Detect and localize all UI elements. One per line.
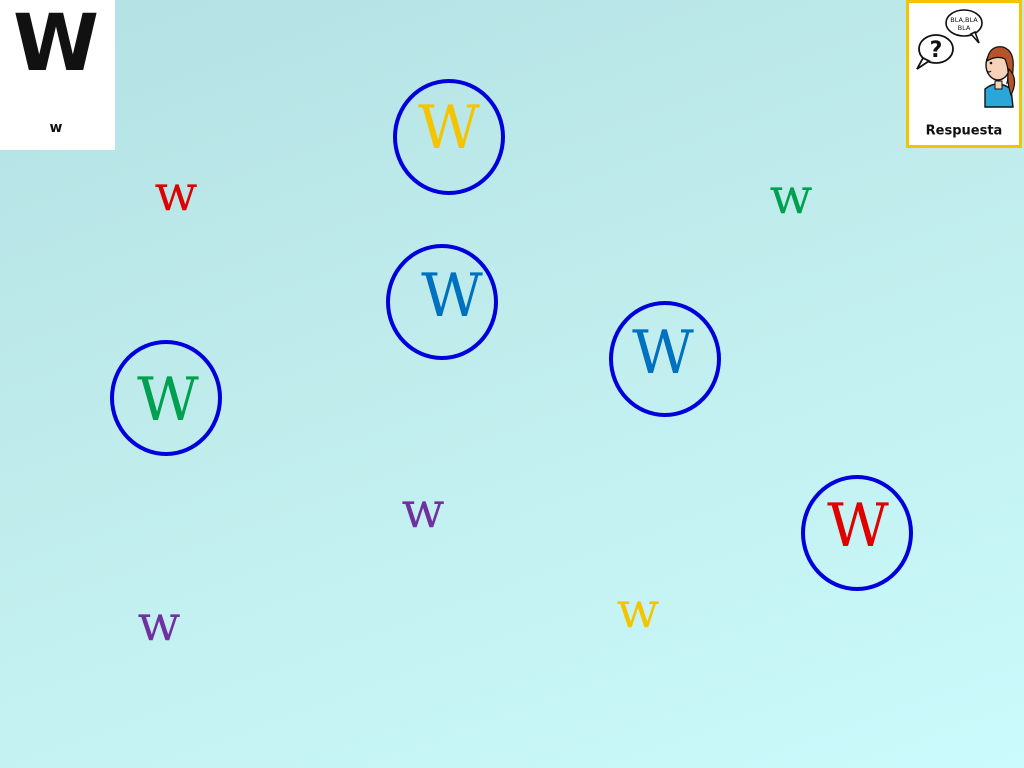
letter-w-blue-uppercase-2: W xyxy=(632,318,694,388)
circle-around-w-blue-2 xyxy=(609,301,721,417)
letter-w-green-uppercase: W xyxy=(137,365,199,435)
circle-around-w-red xyxy=(801,475,913,591)
speech-line-1: BLA,BLA xyxy=(950,16,978,24)
letter-w-purple-lowercase-2: w xyxy=(137,594,181,652)
answer-label: Respuesta xyxy=(925,123,1003,139)
question-mark: ? xyxy=(930,38,943,63)
letter-w-yellow-uppercase: W xyxy=(418,93,480,163)
letter-w-red-uppercase: W xyxy=(827,491,889,561)
circle-around-w-yellow xyxy=(393,79,505,195)
circle-around-w-blue-1 xyxy=(386,244,498,360)
circle-around-w-green xyxy=(110,340,222,456)
speech-line-2: BLA xyxy=(958,24,971,32)
letter-w-green-lowercase: w xyxy=(769,167,813,225)
letter-w-pictogram-card: W w xyxy=(0,0,115,150)
letter-w-red-lowercase: w xyxy=(154,164,198,222)
speaking-girl-icon: ? BLA,BLA BLA xyxy=(916,9,1016,108)
letter-w-purple-lowercase-1: w xyxy=(401,481,445,539)
letter-w-yellow-lowercase: w xyxy=(616,581,660,639)
letter-w-blue-uppercase-1: W xyxy=(421,261,483,331)
pictogram-caption: w xyxy=(49,120,63,136)
answer-button[interactable]: ? BLA,BLA BLA Respuesta xyxy=(906,0,1022,148)
pictogram-glyph: W xyxy=(12,0,100,89)
